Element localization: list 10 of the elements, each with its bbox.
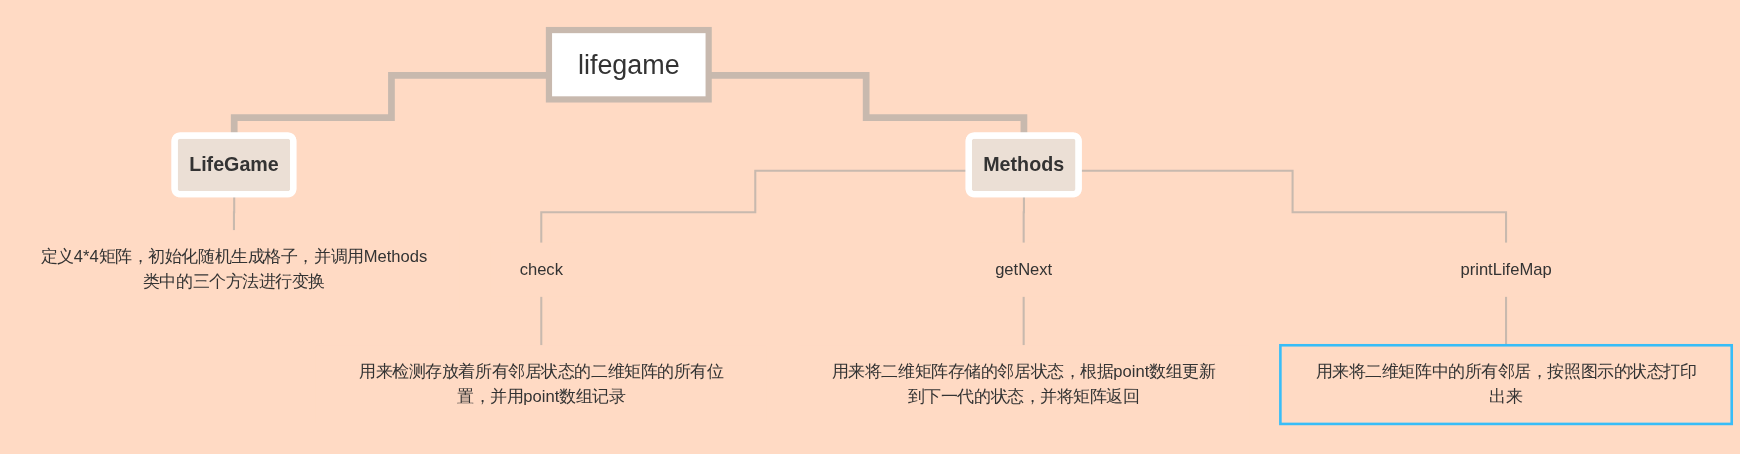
node-text: getNext xyxy=(995,260,1053,278)
node-box: lifegame xyxy=(545,26,712,103)
node-text: printLifeMap xyxy=(1460,260,1552,278)
node-text: check xyxy=(519,260,563,278)
connector xyxy=(540,295,543,347)
connector xyxy=(1022,295,1025,347)
node-box: 用来将二维矩阵中的所有邻居，按照图示的状态打印出来 xyxy=(1279,343,1733,426)
node-text: 用来检测存放着所有邻居状态的二维矩阵的所有位置，并用point数组记录 xyxy=(359,362,724,406)
node-text: 定义4*4矩阵，初始化随机生成格子，并调用Methods类中的三个方法进行变换 xyxy=(40,247,428,291)
node-text: 用来将二维矩阵存储的邻居状态，根据point数组更新到下一代的状态，并将矩阵返回 xyxy=(831,362,1216,406)
